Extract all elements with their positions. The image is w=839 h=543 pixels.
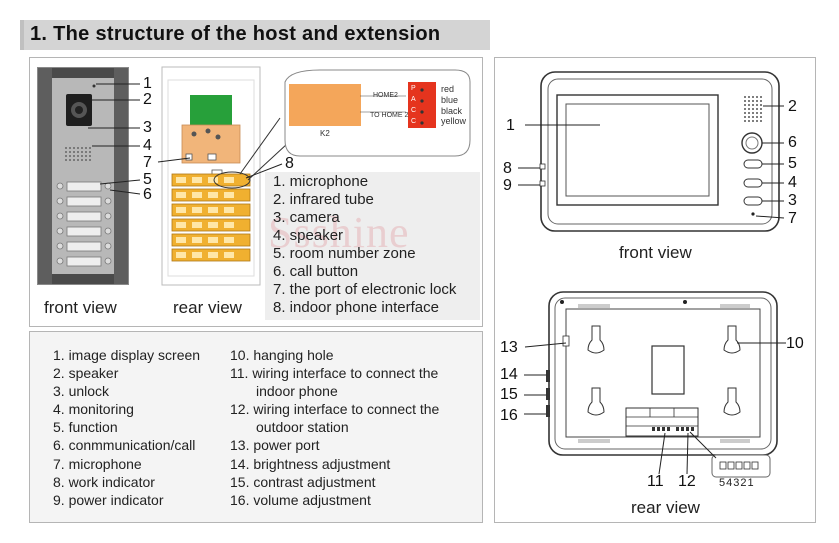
indoor-legend-item: 7. microphone [53,456,142,472]
monitor-rear [524,291,786,478]
host-callout-1: 1 [143,75,152,92]
monitor-rear-callout-10: 10 [786,335,804,352]
host-legend-item: 5. room number zone [273,245,416,262]
indoor-legend-item: 2. speaker [53,365,119,381]
indoor-legend-item: 3. unlock [53,383,110,399]
indoor-legend-item: 13. power port [230,437,320,453]
host-callout-8: 8 [285,155,294,172]
indoor-legend-item: 8. work indicator [53,474,155,490]
host-legend-item: 8. indoor phone interface [273,299,439,316]
pin-c1-label: C [411,107,417,114]
k2-label: K2 [320,129,330,138]
indoor-legend-item: 11. wiring interface to connect the [230,365,439,381]
monitor-rear-callout-13: 13 [500,339,518,356]
monitor-rear-callout-16: 16 [500,407,518,424]
host-callout-2: 2 [143,91,152,108]
host-legend-item: 4. speaker [273,227,344,244]
monitor-front-callout-7: 7 [788,210,797,227]
monitor-front-callout-1: 1 [506,117,515,134]
home2-label: HOME2 [373,92,398,99]
title-bar [20,20,490,50]
indoor-legend-item: 12. wiring interface to connect the [230,401,440,417]
host-callout-5: 5 [143,171,152,188]
monitor-rear-callout-14: 14 [500,366,518,383]
host-legend-item: 3. camera [273,209,340,226]
watermark: Ssshine [268,208,410,257]
wire-yellow-label: yellow [441,116,467,126]
host-front-view-caption: front view [44,298,117,317]
wire-red-label: red [441,84,455,94]
wire-black-label: black [441,106,463,116]
host-legend-item: 2. infrared tube [273,191,374,208]
host-callout-7: 7 [143,154,152,171]
wire-blue-label: blue [441,95,459,105]
interface-zoom-bubble [284,69,471,157]
monitor-front-callout-9: 9 [503,177,512,194]
monitor-front-callout-5: 5 [788,155,797,172]
host-legend-item: 7. the port of electronic lock [273,281,457,298]
pin-a-label: A [411,96,416,103]
monitor-front [518,71,785,232]
monitor-front-callout-4: 4 [788,174,797,191]
host-legend-item: 1. microphone [273,173,369,190]
page-title: 1. The structure of the host and extensi… [30,23,441,45]
host-callout-3: 3 [143,119,152,136]
indoor-legend-item: 6. conmmunication/call [53,437,196,453]
host-legend-item: 6. call button [273,263,359,280]
dip-switch-numbers: 54321 [719,477,755,489]
indoor-legend-item: 4. monitoring [53,401,134,417]
monitor-rear-view-caption: rear view [631,498,700,517]
host-legend-box [265,172,480,320]
monitor-rear-callout-12: 12 [678,473,696,490]
host-rear-view-caption: rear view [173,298,242,317]
monitor-front-callout-2: 2 [788,98,797,115]
indoor-legend-item: indoor phone [256,383,338,399]
indoor-legend-item: outdoor station [256,419,349,435]
monitor-rear-callout-11: 11 [647,473,664,490]
monitor-front-view-caption: front view [619,243,692,262]
indoor-legend-item: 9. power indicator [53,492,164,508]
pin-p-label: P [411,85,416,92]
to-home2-label: TO HOME 2 [370,112,409,119]
monitor-front-callout-8: 8 [503,160,512,177]
host-callout-6: 6 [143,186,152,203]
indoor-legend-panel [29,331,483,523]
indoor-legend-item: 10. hanging hole [230,347,334,363]
indoor-legend-item: 1. image display screen [53,347,201,363]
monitor-front-callout-3: 3 [788,192,797,209]
pin-c2-label: C [411,118,417,125]
host-callout-4: 4 [143,137,152,154]
monitor-front-callout-6: 6 [788,134,797,151]
monitor-rear-callout-15: 15 [500,386,518,403]
indoor-legend-item: 14. brightness adjustment [230,456,391,472]
outdoor-station-front [37,67,141,285]
indoor-legend-item: 15. contrast adjustment [230,474,376,490]
indoor-legend-item: 5. function [53,419,118,435]
outdoor-station-rear [157,66,301,286]
indoor-legend-item: 16. volume adjustment [230,492,371,508]
